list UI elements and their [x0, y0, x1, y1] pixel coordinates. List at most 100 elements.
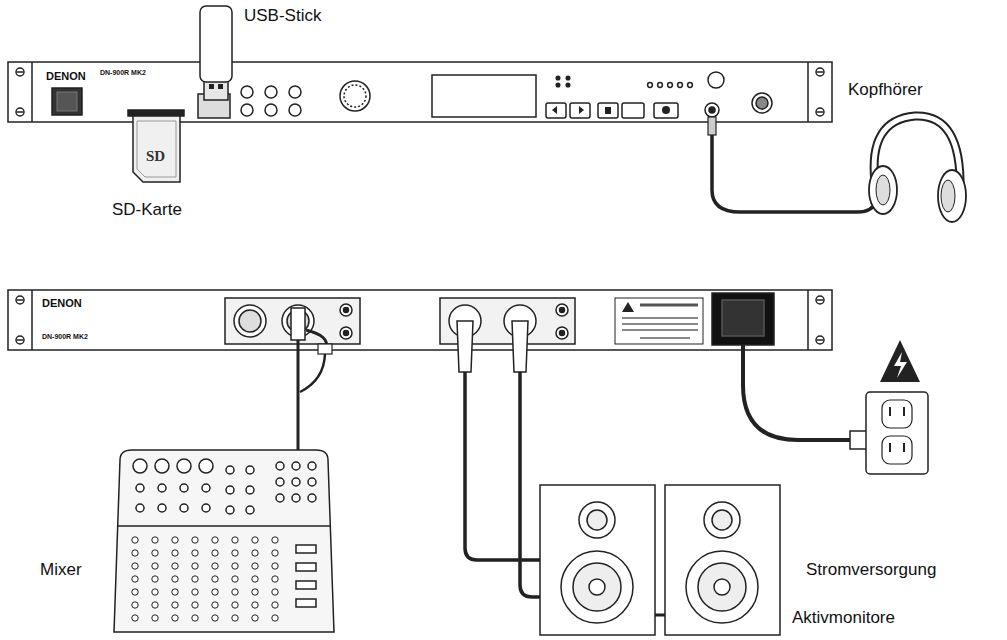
power-supply [880, 340, 920, 382]
front-panel [648, 83, 653, 88]
mixer [155, 459, 169, 473]
rear-panel [615, 298, 703, 344]
rear-panel [622, 317, 698, 319]
brand-mark: DENON [42, 297, 82, 310]
rear-panel [234, 305, 266, 337]
power-supply [743, 340, 928, 474]
active-monitors [589, 579, 605, 595]
mixer [177, 459, 191, 473]
part-label: Stromversorgung [806, 560, 936, 580]
part-label: SD-Karte [112, 200, 182, 220]
headphones [938, 170, 966, 222]
rear-panel [16, 336, 24, 344]
monitor-cables [520, 372, 540, 597]
front-panel [816, 108, 824, 116]
power-supply [894, 352, 907, 378]
rear-panel [622, 302, 634, 312]
power-supply [903, 407, 905, 416]
headphones [708, 116, 966, 222]
rear-panel [640, 337, 690, 339]
front-panel [8, 62, 832, 122]
front-panel [17, 111, 23, 113]
front-panel [658, 83, 663, 88]
front-panel [128, 110, 184, 116]
front-panel [289, 86, 301, 98]
rear-panel [340, 304, 352, 316]
front-panel [241, 104, 253, 116]
rear-panel [8, 290, 832, 350]
front-panel [265, 86, 277, 98]
mixer [296, 581, 316, 589]
front-panel [654, 103, 678, 118]
part-label: USB-Stick [244, 6, 321, 26]
front-panel [807, 62, 809, 122]
active-monitors [587, 510, 607, 530]
mixer [202, 504, 210, 512]
front-panel [756, 97, 768, 109]
part-label: Aktivmonitore [792, 608, 895, 628]
front-panel [668, 83, 673, 88]
active-monitors [698, 563, 746, 611]
front-panel [52, 88, 82, 115]
front-panel [265, 104, 277, 116]
rear-panel [640, 304, 698, 307]
mixer-cable [291, 308, 305, 340]
rear-panel [344, 308, 349, 313]
front-panel [344, 85, 366, 107]
front-panel [662, 106, 670, 114]
rear-panel [816, 336, 824, 344]
power-supply [743, 345, 852, 440]
rear-panel [225, 298, 360, 344]
model-name: DN-900R MK2 [100, 69, 146, 77]
power-supply [866, 392, 928, 474]
power-supply [903, 443, 905, 452]
mixer [308, 462, 316, 470]
mixer-cable [291, 308, 332, 452]
mixer [276, 494, 284, 502]
mixer [133, 459, 147, 473]
mixer [158, 504, 166, 512]
mixer [246, 506, 254, 514]
mixer [114, 450, 334, 632]
rear-panel [556, 304, 568, 316]
rear-panel [560, 331, 565, 336]
active-monitors [579, 502, 615, 538]
monitor-cables [457, 321, 473, 372]
rear-panel [556, 327, 568, 339]
mixer [118, 525, 331, 527]
power-supply [882, 436, 912, 464]
mixer [226, 486, 234, 494]
front-panel [556, 76, 560, 80]
rear-panel [622, 323, 698, 325]
headphones [869, 166, 897, 214]
mixer-cable [300, 354, 325, 392]
front-panel [16, 68, 24, 76]
front-panel [432, 75, 536, 117]
front-panel [289, 104, 301, 116]
mixer [292, 462, 300, 470]
usb-stick [200, 6, 232, 82]
rear-panel [239, 310, 261, 332]
rear-panel [816, 296, 824, 304]
mixer [136, 484, 144, 492]
mixer [202, 484, 210, 492]
mixer-cable [318, 344, 332, 354]
rear-panel [807, 290, 809, 350]
rear-panel [817, 299, 823, 301]
mixer [114, 450, 334, 632]
usb-stick [218, 84, 223, 89]
front-panel [605, 107, 611, 114]
active-monitors [712, 510, 732, 530]
sd-card [133, 116, 180, 182]
sd-card [137, 121, 176, 177]
rear-panel [622, 329, 698, 331]
mixer-cable [297, 340, 300, 452]
active-monitors [686, 551, 758, 623]
mixer [296, 545, 316, 553]
mixer [292, 478, 300, 486]
front-panel [8, 62, 832, 122]
headphones [941, 180, 955, 212]
front-panel [566, 76, 570, 80]
headphones [712, 135, 878, 212]
